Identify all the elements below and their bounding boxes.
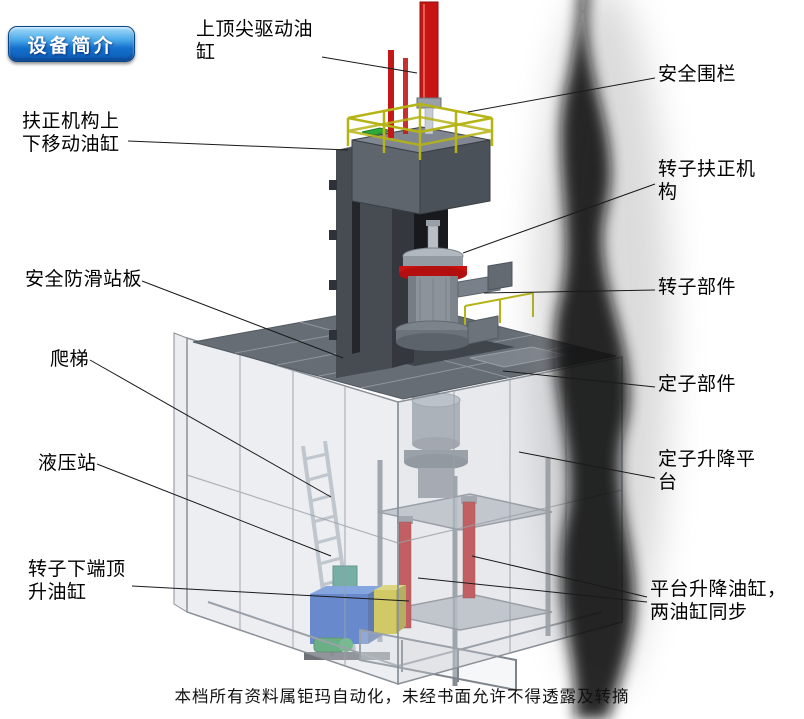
callout-anti-slip-platform: 安全防滑站板 xyxy=(25,269,143,290)
leader-line xyxy=(127,140,349,151)
leader-line xyxy=(96,463,332,557)
leader-line xyxy=(141,280,344,359)
leader-line xyxy=(483,289,656,294)
leader-line xyxy=(467,77,656,113)
equipment-intro-badge: 设备简介 xyxy=(8,26,135,62)
callout-stator-lift-platform: 定子升降平台 xyxy=(658,449,756,493)
callout-ladder: 爬梯 xyxy=(50,349,90,370)
leader-line xyxy=(131,585,410,602)
leader-line xyxy=(518,451,656,479)
callout-safety-fence: 安全围栏 xyxy=(658,64,737,85)
callout-stator-component: 定子部件 xyxy=(658,374,737,395)
callout-rotor-centering-mechanism: 转子扶正机构 xyxy=(658,159,756,203)
main-drive-cylinder-graphic xyxy=(388,1,442,138)
callout-top-center-drive-cylinder: 上顶尖驱动油缸 xyxy=(196,19,314,63)
callout-centering-updown-cylinder: 扶正机构上下移动油缸 xyxy=(22,111,120,155)
leader-line xyxy=(89,359,332,498)
callout-rotor-component: 转子部件 xyxy=(658,277,737,298)
safety-fence-graphic xyxy=(346,102,494,160)
callout-rotor-bottom-jack-cylinder: 转子下端顶升油缸 xyxy=(28,559,126,603)
leader-lines xyxy=(89,56,656,603)
footer-copyright: 本档所有资料属钜玛自动化，未经书面允许不得透露及转摘 xyxy=(174,688,630,706)
leader-line xyxy=(417,577,648,603)
callout-platform-lift-cylinders: 平台升降油缸，两油缸同步 xyxy=(650,579,787,623)
stator-assembly xyxy=(404,392,468,498)
shadow-smudge xyxy=(534,0,670,719)
leader-line xyxy=(502,370,656,388)
leader-line xyxy=(462,183,656,254)
leader-line xyxy=(471,555,648,598)
rotor-assembly-graphic xyxy=(395,220,513,351)
callout-hydraulic-station: 液压站 xyxy=(38,453,97,474)
leader-line xyxy=(321,56,418,74)
